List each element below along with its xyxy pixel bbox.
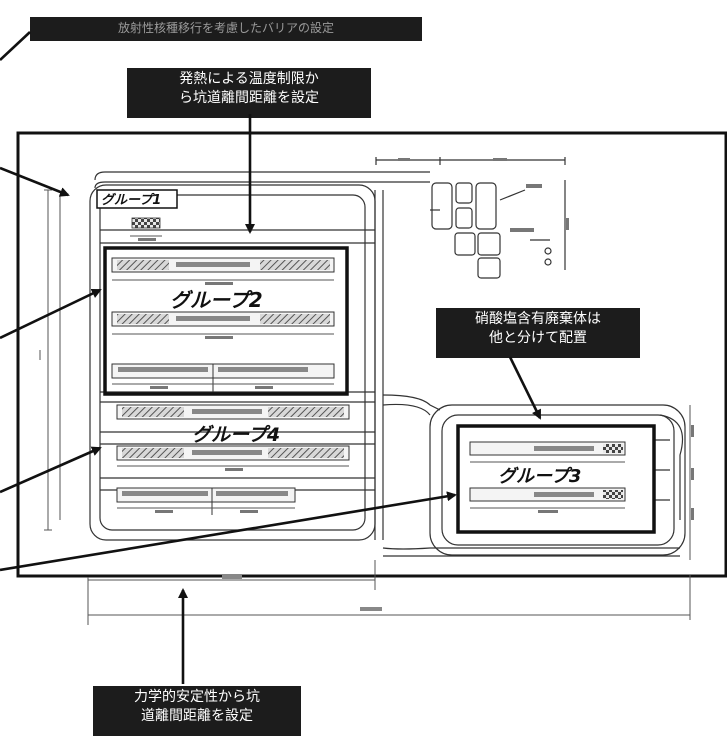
group1-box xyxy=(96,189,178,209)
group2-waste-row-2 xyxy=(111,311,335,327)
group2-label: グループ2 xyxy=(170,288,263,312)
group2-waste-row-3 xyxy=(111,363,335,379)
group1-label: グループ1 xyxy=(101,192,161,208)
nitrate-callout: 硝酸塩含有廃棄体は 他と分けて配置 xyxy=(436,308,640,358)
group3-box xyxy=(456,424,656,534)
tunnel-network xyxy=(89,171,686,557)
group4-label: グループ4 xyxy=(192,424,280,446)
group3-waste-row-2 xyxy=(469,487,626,502)
group2-box xyxy=(103,246,349,396)
left-dimension-lines xyxy=(39,189,61,531)
group4-waste-row-3 xyxy=(116,487,296,503)
group1-unit xyxy=(131,217,161,229)
group3-label: グループ3 xyxy=(498,466,581,487)
group4-waste-row-1 xyxy=(116,404,350,420)
right-dimension-lines xyxy=(689,405,694,560)
barrier-callout: 放射性核種移行を考慮したバリアの設定 xyxy=(30,17,422,41)
mechanical-stability-callout: 力学的安定性から坑 道離間距離を設定 xyxy=(93,686,301,736)
bottom-dimension-lines xyxy=(87,560,691,625)
group2-waste-row-1 xyxy=(111,257,335,273)
heat-limit-callout: 発熱による温度制限か ら坑道離間距離を設定 xyxy=(127,68,371,118)
group3-waste-row-1 xyxy=(469,441,626,456)
annotation-arrows xyxy=(0,31,542,684)
shaft-area xyxy=(375,157,569,279)
group4-waste-row-2 xyxy=(116,445,350,461)
